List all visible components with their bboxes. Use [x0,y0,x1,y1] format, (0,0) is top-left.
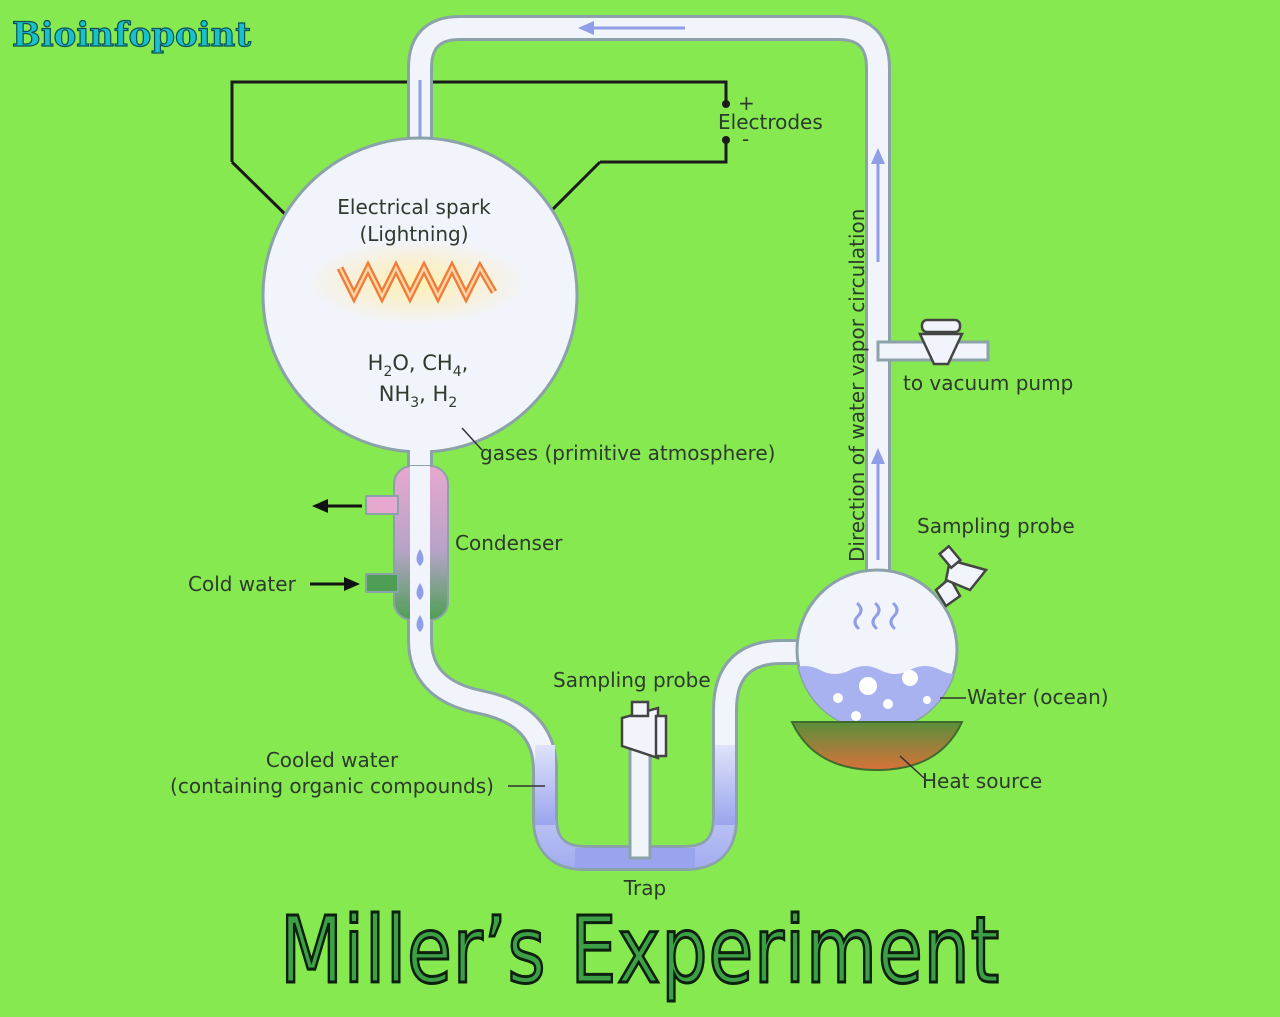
condensate-droplets [416,549,424,632]
spark-label-line2: (Lightning) [359,222,468,246]
bubbles [833,670,931,721]
vacuum-stopcock [918,318,964,366]
condenser-label: Condenser [455,531,563,555]
cold-water-label: Cold water [188,572,297,596]
plus-sign: + [738,91,755,115]
heat-leader [899,755,925,779]
electrode-terminal-minus [722,136,730,144]
steam-wisps [853,602,899,630]
cooled-water-label-line2: (containing organic compounds) [170,774,494,798]
water-flow-arrows [310,499,362,591]
spark-zigzag-core [338,265,496,299]
page-title: Miller’s Experiment [280,897,1000,1004]
gases-leader [461,427,483,451]
gases-label: gases (primitive atmosphere) [480,441,775,465]
vacuum-pump-label: to vacuum pump [903,371,1073,395]
minus-sign: - [742,127,749,151]
heat-source-label: Heat source [922,769,1042,793]
formula-line1: H2O, CH4, [368,351,469,380]
trap-water-right [715,745,735,825]
formula-line2: NH3, H2 [379,382,458,411]
condenser-inlet-port [365,573,399,593]
trap-water-left [535,745,555,825]
trap-sampling-probe-valve [620,700,668,760]
condenser-outlet-port [365,495,399,515]
trap-label: Trap [623,876,666,900]
cooled-water-label-line1: Cooled water [266,748,399,772]
water-ocean-label: Water (ocean) [967,685,1109,709]
electrode-terminal-plus [722,100,730,108]
direction-label: Direction of water vapor circulation [845,209,869,562]
sampling-probe-trap-label: Sampling probe [553,668,711,692]
trap-probe-stem [628,738,652,860]
electrodes-label: Electrodes [718,110,823,134]
brand-logo: Bioinfopoint [12,15,251,55]
flask-sampling-probe [934,544,989,608]
heat-source [790,721,964,772]
flask-neck [410,430,430,470]
sampling-probe-top-label: Sampling probe [917,514,1075,538]
spark-label-line1: Electrical spark [337,195,491,219]
